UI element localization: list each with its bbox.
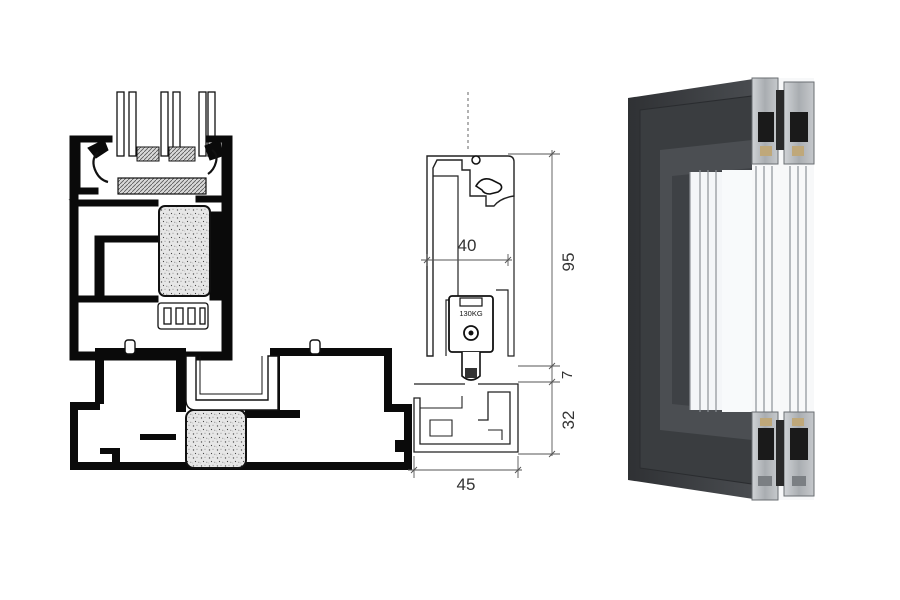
frame-channel-inner: [199, 356, 263, 395]
dim-height-main: 95: [559, 253, 578, 272]
screw-icon: [471, 155, 481, 165]
dimension-lines: [408, 150, 560, 478]
glazing-layers: [689, 170, 760, 412]
glass-spacers: [136, 146, 196, 162]
roller-foot: [465, 368, 477, 378]
frame-insulation: [185, 409, 247, 469]
roller-label: 130KG: [459, 309, 483, 318]
glass-bottom-seal: [117, 177, 207, 195]
cut-profile: [751, 77, 815, 501]
section-view: [68, 91, 412, 470]
dim-width-top: 40: [458, 236, 477, 255]
frame-profile: [70, 348, 412, 470]
glazing-panes: [116, 91, 216, 157]
dim-height-track: 32: [559, 411, 578, 430]
sash-insulation: [158, 205, 211, 297]
frame-lugs: [124, 339, 321, 355]
sash-right-wall: [496, 196, 515, 357]
gasket-left: [92, 151, 109, 184]
sash-outline: [426, 155, 515, 357]
dimension-view: 130KG: [408, 92, 578, 494]
roller-cap: [459, 297, 483, 307]
hook-profile: [474, 178, 503, 195]
track-outline: [413, 383, 519, 453]
dim-width-track: 45: [457, 475, 476, 494]
roller-axle-icon: [468, 330, 474, 336]
dim-height-small: 7: [559, 371, 576, 379]
frame-channel: [185, 355, 279, 411]
render-view: [628, 77, 815, 501]
gasket-right: [207, 149, 218, 175]
track-inner: [420, 396, 503, 440]
sash-thermal-break: [157, 302, 209, 330]
